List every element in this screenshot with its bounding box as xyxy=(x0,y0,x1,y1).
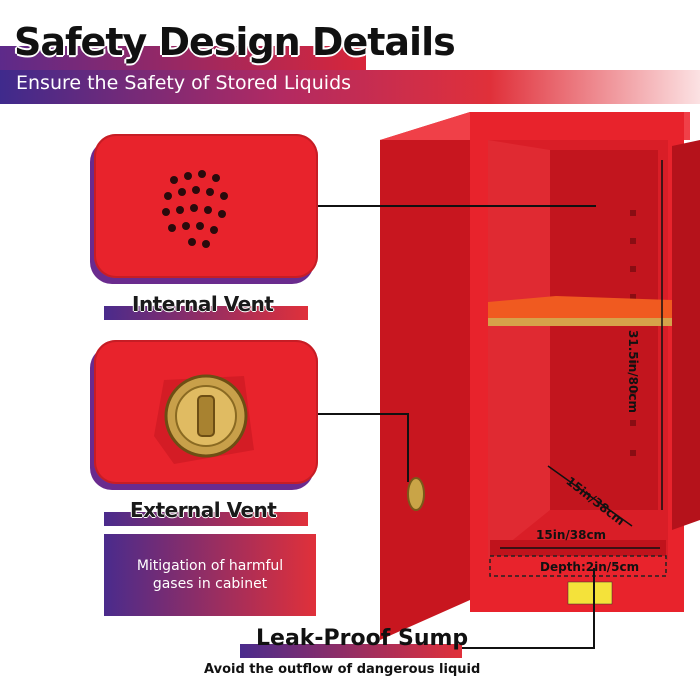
mitigation-note-box: Mitigation of harmful gases in cabinet xyxy=(104,534,316,616)
sump-subtitle: Avoid the outflow of dangerous liquid xyxy=(204,662,481,677)
external-vent-label-bar xyxy=(104,512,308,526)
depth-dim-line xyxy=(547,465,633,527)
cabinet-inner-side xyxy=(488,140,550,560)
external-vent-closeup xyxy=(94,340,318,484)
internal-vent-closeup xyxy=(94,134,318,278)
side-vent xyxy=(407,477,425,511)
sump-label-bar xyxy=(240,644,462,658)
cabinet-side-panel xyxy=(380,112,470,640)
page-subtitle: Ensure the Safety of Stored Liquids xyxy=(16,72,352,94)
height-dimension: 31.5in/80cm xyxy=(626,330,640,413)
subtitle-band xyxy=(0,70,700,104)
bung-vent-icon xyxy=(154,374,254,464)
cabinet-door-edge xyxy=(672,140,700,530)
sump-leader xyxy=(452,568,595,649)
title-accent-bar xyxy=(0,46,366,70)
width-dimension: 15in/38cm xyxy=(536,528,607,542)
internal-vent-label-bar xyxy=(104,306,308,320)
sump-title: Leak-Proof Sump xyxy=(256,626,469,651)
perforated-vent-icon xyxy=(162,170,228,248)
external-vent-leader xyxy=(318,413,409,482)
cabinet-back-wall xyxy=(550,150,658,510)
page-title: Safety Design Details xyxy=(14,20,456,64)
external-vent-label: External Vent xyxy=(130,498,277,522)
warning-label xyxy=(567,581,613,605)
shelf-edge xyxy=(488,318,672,326)
sump-depth-dimension: Depth:2in/5cm xyxy=(540,560,640,574)
shelf xyxy=(488,296,672,324)
internal-vent-label: Internal Vent xyxy=(132,292,274,316)
shelf-brackets xyxy=(630,210,636,456)
mitigation-note: Mitigation of harmful gases in cabinet xyxy=(136,558,284,592)
sump-outline xyxy=(489,555,667,577)
